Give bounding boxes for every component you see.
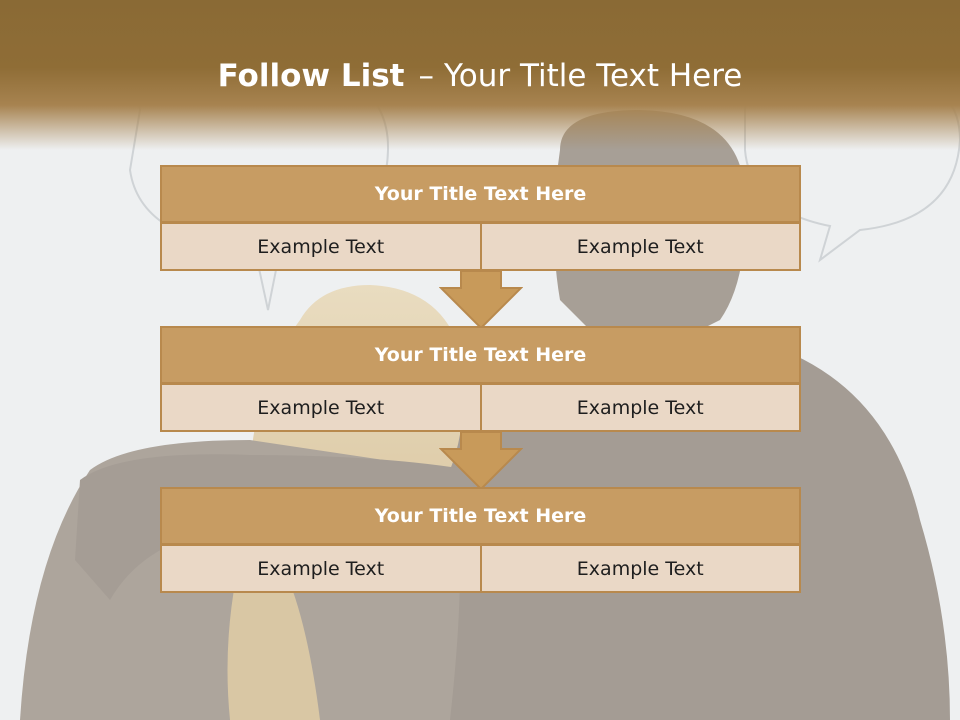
title-separator: – xyxy=(418,58,434,94)
block-cell-left: Example Text xyxy=(160,383,482,432)
slide-title: Follow List–Your Title Text Here xyxy=(0,56,960,96)
down-arrow-icon xyxy=(439,270,523,330)
block-row: Example Text Example Text xyxy=(160,383,801,432)
block-cell-right: Example Text xyxy=(479,544,801,593)
list-block-3: Your Title Text Here Example Text Exampl… xyxy=(160,487,801,593)
block-cell-right: Example Text xyxy=(479,383,801,432)
down-arrow-icon xyxy=(439,431,523,491)
list-block-1: Your Title Text Here Example Text Exampl… xyxy=(160,165,801,271)
block-cell-left: Example Text xyxy=(160,222,482,271)
list-block-2: Your Title Text Here Example Text Exampl… xyxy=(160,326,801,432)
header-band xyxy=(0,0,960,150)
title-bold: Follow List xyxy=(217,58,405,94)
title-rest: Your Title Text Here xyxy=(443,58,743,94)
block-cell-right: Example Text xyxy=(479,222,801,271)
block-cell-left: Example Text xyxy=(160,544,482,593)
block-row: Example Text Example Text xyxy=(160,544,801,593)
block-title: Your Title Text Here xyxy=(160,326,801,384)
block-row: Example Text Example Text xyxy=(160,222,801,271)
block-title: Your Title Text Here xyxy=(160,487,801,545)
block-title: Your Title Text Here xyxy=(160,165,801,223)
